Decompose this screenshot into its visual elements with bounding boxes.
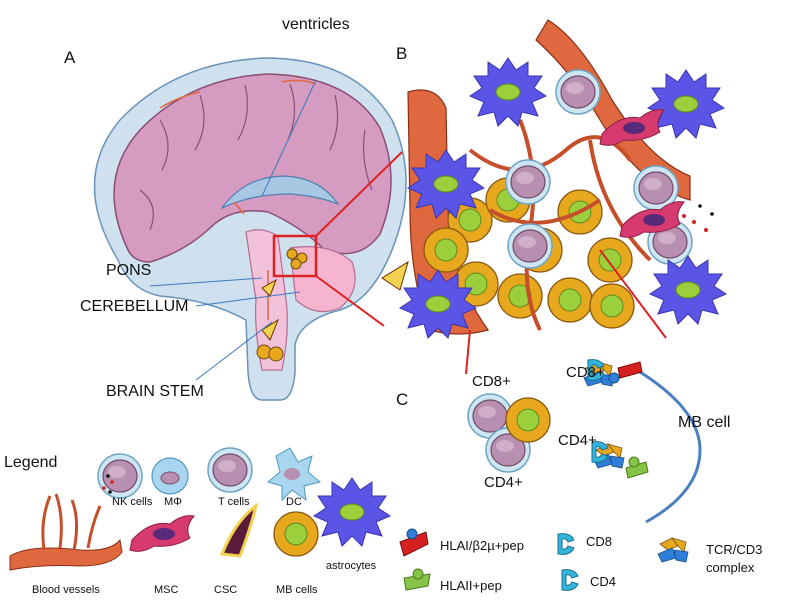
t-cell-mb-interaction bbox=[467, 393, 551, 473]
cd4-complex-icon bbox=[591, 441, 649, 479]
label-brain-stem: BRAIN STEM bbox=[106, 383, 204, 400]
legend-nk-cells: NK cells bbox=[112, 496, 153, 508]
hla1-icon bbox=[399, 528, 429, 557]
legend-macrophage: MΦ bbox=[164, 496, 182, 508]
legend-mb-cells: MB cells bbox=[276, 584, 318, 596]
macrophage-icon bbox=[151, 457, 189, 495]
panel-label-b: B bbox=[396, 44, 408, 63]
tumor-microenvironment bbox=[381, 19, 727, 375]
blood-vessel-icon bbox=[9, 493, 123, 571]
label-cd8-right: CD8+ bbox=[566, 364, 605, 381]
legend-msc: MSC bbox=[154, 584, 179, 596]
legend-blood-vessels: Blood vessels bbox=[32, 584, 100, 596]
legend-title: Legend bbox=[4, 454, 58, 471]
label-ventricles: ventricles bbox=[282, 16, 350, 33]
legend-hla2: HLAII+pep bbox=[440, 578, 502, 593]
csf-flow-arrows bbox=[159, 79, 317, 320]
t-cell-icon bbox=[207, 447, 253, 493]
legend-hla1: HLAI/β2µ+pep bbox=[440, 538, 524, 553]
red-dots bbox=[682, 204, 714, 232]
legend-tcr-line1: TCR/CD3 bbox=[706, 542, 763, 557]
msc-icon bbox=[129, 515, 195, 552]
label-cerebellum: CEREBELLUM bbox=[80, 298, 189, 315]
label-cd8-left: CD8+ bbox=[472, 373, 511, 390]
panel-c-illustration bbox=[467, 359, 702, 524]
legend-t-cells: T cells bbox=[218, 496, 250, 508]
cd8-icon bbox=[557, 533, 575, 555]
tcr-cd3-icon bbox=[657, 537, 689, 563]
brain-sagittal-illustration bbox=[93, 57, 407, 401]
legend-cd8: CD8 bbox=[586, 534, 613, 549]
mb-cell-membrane bbox=[639, 370, 702, 524]
zoom-lines bbox=[315, 151, 403, 327]
label-cd4-left: CD4+ bbox=[484, 474, 523, 491]
panel-label-c: C bbox=[396, 390, 409, 409]
nk-cell-icon bbox=[97, 453, 143, 499]
legend-tcr-line2: complex bbox=[706, 560, 755, 575]
legend-dc: DC bbox=[286, 496, 302, 508]
astrocyte-icon bbox=[313, 477, 391, 547]
mb-cell-icon bbox=[273, 511, 319, 557]
cerebellum-shape bbox=[289, 246, 356, 313]
cd8-complex-icon bbox=[583, 359, 643, 387]
legend-icons bbox=[9, 447, 689, 591]
cerebrum bbox=[113, 73, 392, 263]
legend-cd4: CD4 bbox=[590, 574, 617, 589]
label-cd4-right: CD4+ bbox=[558, 432, 597, 449]
panel-label-a: A bbox=[64, 48, 76, 67]
vessel-left bbox=[407, 89, 489, 335]
hla2-icon bbox=[403, 568, 431, 591]
legend-csc: CSC bbox=[214, 584, 238, 596]
label-pons: PONS bbox=[106, 262, 152, 279]
zoom-box bbox=[272, 234, 318, 278]
callout-lines bbox=[149, 79, 317, 381]
dc-icon bbox=[266, 447, 322, 502]
csc-icon bbox=[219, 502, 259, 558]
brainstem-pink bbox=[245, 229, 288, 371]
lateral-ventricle bbox=[220, 175, 340, 210]
b-to-c-lines bbox=[465, 249, 667, 375]
csc-b bbox=[381, 260, 409, 291]
legend-astrocytes: astrocytes bbox=[326, 560, 377, 572]
label-mb-cell: MB cell bbox=[678, 414, 731, 431]
tumor-cells-brain bbox=[256, 248, 308, 362]
cd4-icon bbox=[561, 569, 579, 591]
